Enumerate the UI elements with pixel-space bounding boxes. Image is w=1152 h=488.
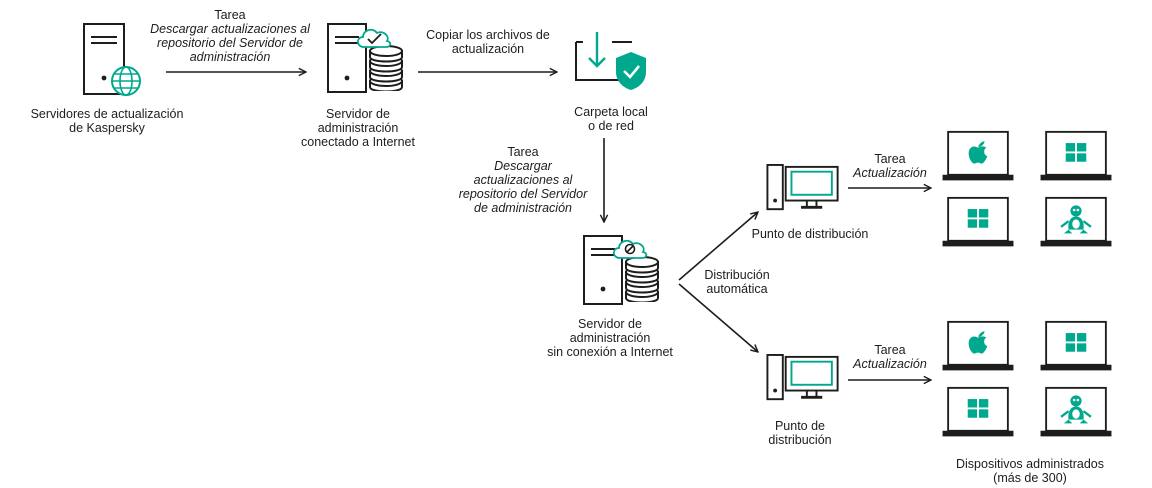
task-name-line: Descargar — [494, 159, 552, 173]
managed-devices-group — [942, 130, 1112, 438]
label-line: (más de 300) — [993, 471, 1067, 485]
distribution-point-1-label: Punto de distribución — [740, 227, 880, 241]
label-line: sin conexión a Internet — [547, 345, 673, 359]
cloud-blocked-icon — [612, 239, 648, 259]
label-line: Punto de distribución — [751, 227, 869, 241]
distribution-point-2-label: Punto de distribución — [750, 419, 850, 447]
label-line: administración — [569, 331, 651, 345]
task-name-line: repositorio del Servidor de — [157, 36, 303, 50]
task-download-label-2: Tarea Descargar actualizaciones al repos… — [448, 145, 598, 215]
label-line: Servidores de actualización — [30, 107, 184, 121]
server-icon — [327, 23, 367, 93]
desktop-icon — [766, 164, 840, 211]
database-icon — [625, 256, 659, 302]
label-line: distribución — [768, 433, 832, 447]
label-line: de Kaspersky — [69, 121, 145, 135]
task-title: Tarea — [874, 343, 906, 357]
copy-files-label: Copiar los archivos de actualización — [413, 28, 563, 56]
task-name-line: Actualización — [853, 166, 927, 180]
distribution-point-2-node — [766, 354, 840, 401]
globe-icon — [111, 66, 141, 96]
windows-laptop-icon — [942, 386, 1014, 438]
arrow-offline-to-dp1 — [678, 212, 758, 281]
task-title: Tarea — [874, 152, 906, 166]
task-name-line: actualizaciones al — [473, 173, 573, 187]
apple-laptop-icon — [942, 130, 1014, 182]
label-line: conectado a Internet — [301, 135, 415, 149]
task-name-line: Descargar actualizaciones al — [150, 22, 310, 36]
linux-laptop-icon — [1040, 196, 1112, 248]
local-folder-label: Carpeta local o de red — [556, 105, 666, 133]
task-update-label-1: Tarea Actualización — [840, 152, 940, 180]
linux-laptop-icon — [1040, 386, 1112, 438]
cloud-check-icon — [356, 28, 392, 48]
task-name-line: administración — [189, 50, 271, 64]
label-line: actualización — [451, 42, 525, 56]
distribution-point-1-node — [766, 164, 840, 211]
admin-server-online-label: Servidor de administración conectado a I… — [283, 107, 433, 149]
windows-laptop-icon — [1040, 320, 1112, 372]
server-icon — [83, 23, 125, 95]
admin-server-online-node — [327, 23, 403, 93]
label-line: Servidor de — [326, 107, 390, 121]
label-line: Servidor de — [578, 317, 642, 331]
label-line: Carpeta local — [574, 105, 648, 119]
task-title: Tarea — [214, 8, 246, 22]
task-update-label-2: Tarea Actualización — [840, 343, 940, 371]
shield-check-icon — [616, 52, 646, 90]
admin-server-offline-label: Servidor de administración sin conexión … — [535, 317, 685, 359]
server-icon — [583, 235, 623, 305]
windows-laptop-icon — [942, 196, 1014, 248]
task-name-line: repositorio del Servidor — [458, 187, 588, 201]
task-download-label-1: Tarea Descargar actualizaciones al repos… — [140, 8, 320, 64]
label-line: Punto de — [774, 419, 826, 433]
label-line: administración — [317, 121, 399, 135]
label-line: Distribución — [704, 268, 770, 282]
arrow-offline-to-dp2 — [678, 283, 758, 352]
task-title: Tarea — [507, 145, 539, 159]
auto-distribution-label: Distribución automática — [692, 268, 782, 296]
database-icon — [369, 45, 403, 91]
folder-icon — [575, 32, 632, 81]
task-name-line: de administración — [474, 201, 572, 215]
task-name-line: Actualización — [853, 357, 927, 371]
label-line: o de red — [588, 119, 634, 133]
kaspersky-servers-label: Servidores de actualización de Kaspersky — [22, 107, 192, 135]
admin-server-offline-node — [583, 235, 659, 305]
label-line: Dispositivos administrados — [956, 457, 1104, 471]
windows-laptop-icon — [1040, 130, 1112, 182]
label-line: automática — [706, 282, 768, 296]
managed-devices-label: Dispositivos administrados (más de 300) — [940, 457, 1120, 485]
label-line: Copiar los archivos de — [426, 28, 550, 42]
kaspersky-servers-node — [83, 23, 141, 96]
desktop-icon — [766, 354, 840, 401]
apple-laptop-icon — [942, 320, 1014, 372]
local-folder-node — [575, 32, 646, 90]
